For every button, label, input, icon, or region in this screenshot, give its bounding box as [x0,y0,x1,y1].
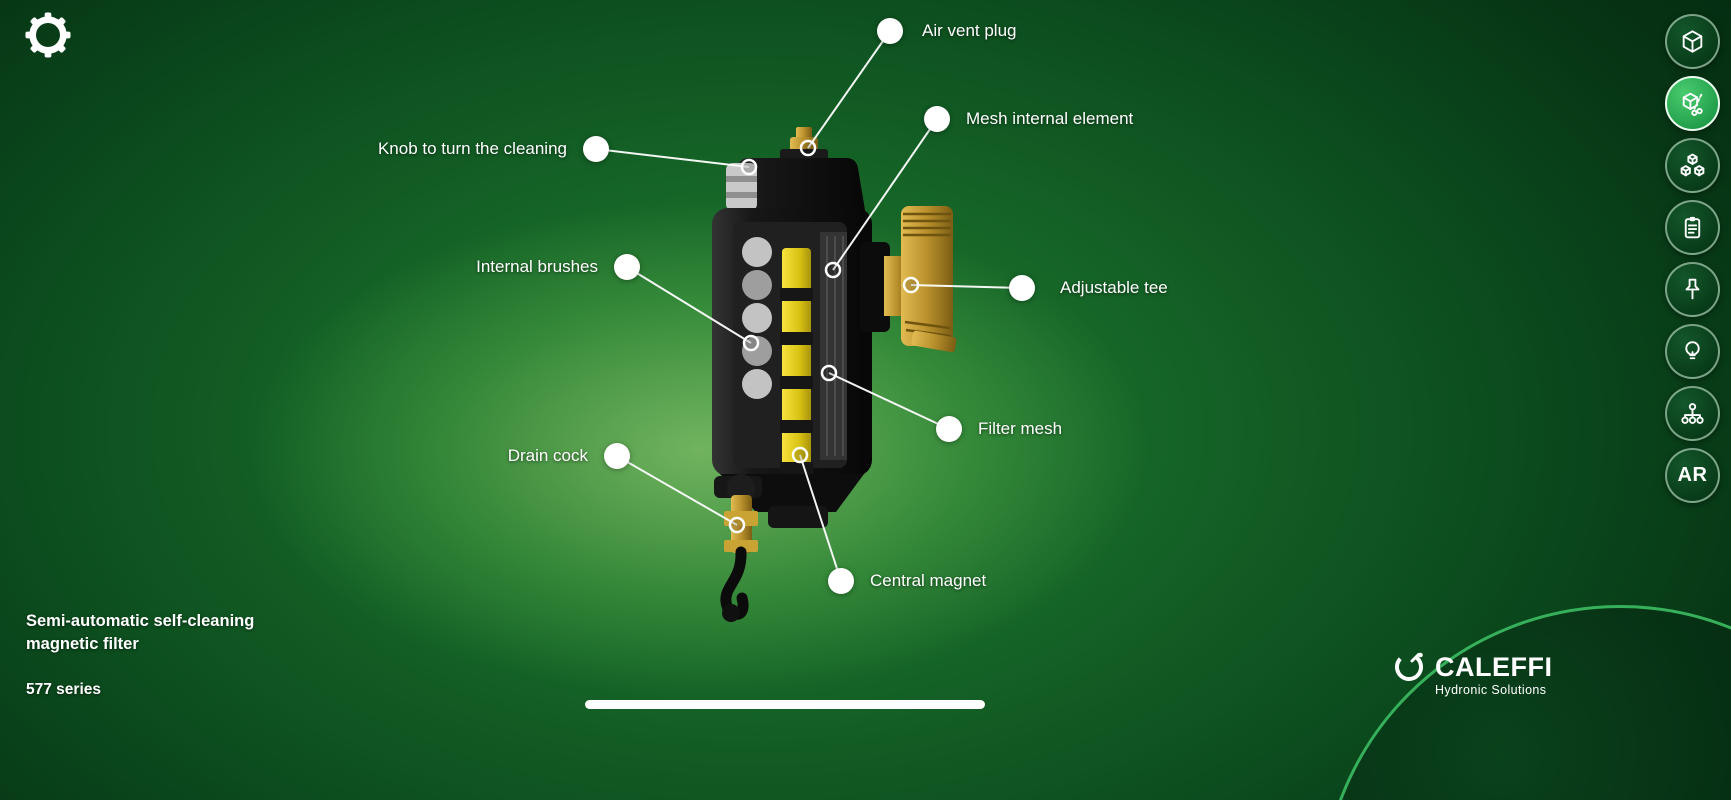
exploded-cubes-icon [1680,153,1705,177]
nodes-icon [1681,403,1704,424]
settings-button[interactable] [25,12,71,58]
gear-icon [25,12,71,58]
product-series: 577 series [26,681,101,698]
callout-label-internal-brushes: Internal brushes [476,257,598,276]
callout-dot-air-vent-plug[interactable] [877,18,903,44]
callout-anchor-rings [728,139,920,534]
callout-dot-knob-cleaning[interactable] [583,136,609,162]
structure-button[interactable] [1665,386,1720,441]
clipboard-icon [1684,216,1701,239]
pin-button[interactable] [1665,262,1720,317]
callout-label-drain-cock: Drain cock [507,446,588,465]
callout-label-knob-cleaning: Knob to turn the cleaning [377,139,567,158]
product-model-magnetic-filter[interactable] [712,127,957,622]
carousel-scrollbar[interactable] [585,700,985,709]
callout-lines [595,30,1023,582]
callout-dot-central-magnet[interactable] [828,568,854,594]
callout-dot-drain-cock[interactable] [604,443,630,469]
callout-dot-mesh-internal-element[interactable] [924,106,950,132]
brand-name: CALEFFI [1435,651,1553,682]
brand-logo: CALEFFI Hydronic Solutions [1392,650,1553,697]
tips-button[interactable] [1665,324,1720,379]
cube-icon [1682,30,1703,53]
brand-tagline: Hydronic Solutions [1435,683,1547,697]
callout-dot-adjustable-tee[interactable] [1009,275,1035,301]
callout-label-mesh-internal-element: Mesh internal element [966,109,1134,128]
product-title-line1: Semi-automatic self-cleaning [26,612,255,630]
lightbulb-icon [1685,341,1700,360]
callout-dot-internal-brushes[interactable] [614,254,640,280]
cut-cube-icon [1682,92,1703,116]
product-title-line2: magnetic filter [26,635,139,653]
caleffi-logo-mark [1395,652,1423,681]
callout-label-adjustable-tee: Adjustable tee [1060,278,1168,297]
exploded-view-button[interactable] [1665,138,1720,193]
product-title: Semi-automatic self-cleaning magnetic fi… [26,610,254,656]
callout-label-central-magnet: Central magnet [870,571,987,590]
view-toolbar: AR [1665,14,1720,503]
ar-button[interactable]: AR [1665,448,1720,503]
datasheet-button[interactable] [1665,200,1720,255]
callout-label-filter-mesh: Filter mesh [978,419,1063,438]
cutaway-view-button[interactable] [1665,76,1720,131]
pushpin-icon [1685,278,1700,300]
callout-dot-filter-mesh[interactable] [936,416,962,442]
solid-view-button[interactable] [1665,14,1720,69]
callout-label-air-vent-plug: Air vent plug [922,21,1017,40]
